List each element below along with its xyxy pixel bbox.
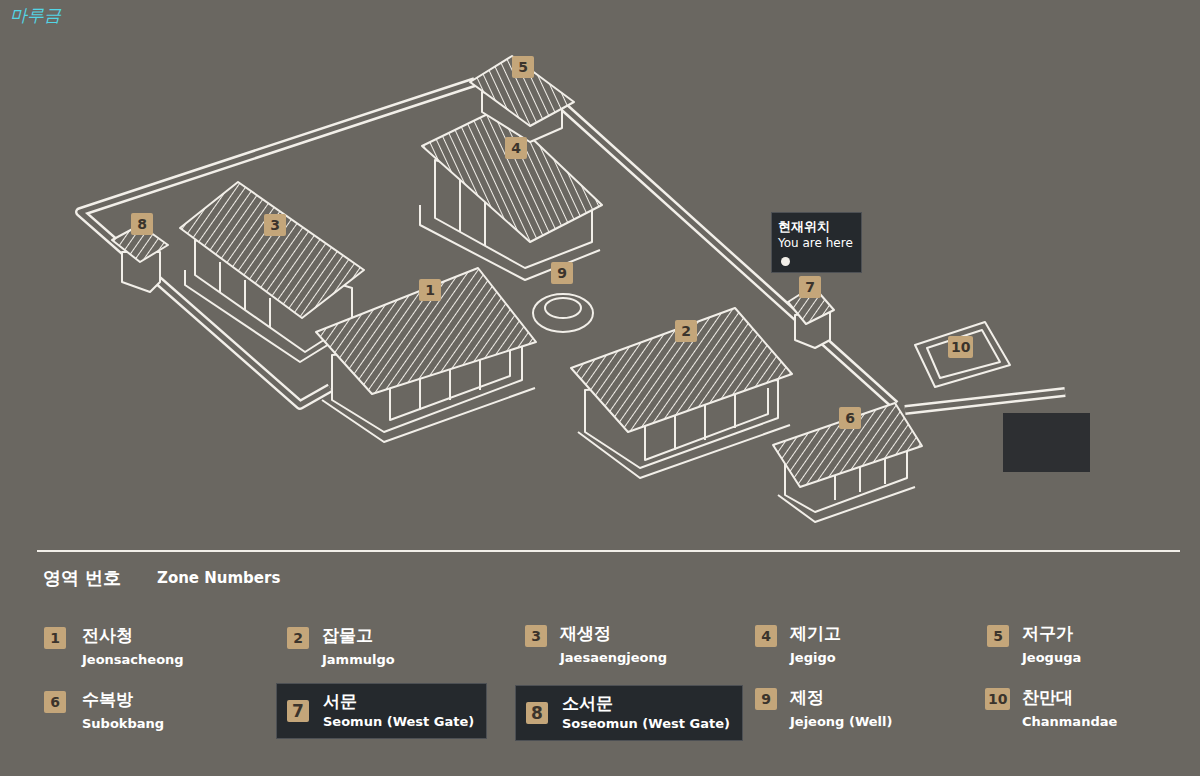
- platform: [915, 322, 1010, 387]
- number-text: 2: [678, 320, 694, 342]
- number-text: 8: [134, 213, 150, 235]
- number-text: 7: [290, 700, 306, 722]
- roof: [773, 403, 922, 487]
- zone-name-en: Jeonsacheong: [82, 652, 184, 667]
- walls: [80, 82, 1065, 410]
- zone-number: 7: [287, 700, 309, 722]
- wall: [80, 82, 1065, 410]
- number-text: 3: [528, 625, 544, 647]
- roof: [470, 56, 574, 126]
- zone-number: 9: [755, 688, 777, 710]
- zone-name: 제정: [790, 686, 824, 709]
- zone-name-en: Jegigo: [790, 650, 836, 665]
- callout-number: 1: [419, 279, 441, 301]
- number-text: 9: [758, 688, 774, 710]
- number-text: 10: [951, 336, 970, 358]
- callout-number: 5: [512, 56, 534, 78]
- zone-name-en: Chanmandae: [1022, 714, 1117, 729]
- section-heading: 영역 번호: [43, 566, 121, 590]
- number-text: 6: [47, 691, 63, 713]
- location-dot: [781, 257, 790, 266]
- callout-number: 8: [131, 213, 153, 235]
- zone-name: 제기고: [790, 622, 841, 645]
- callout-number: 2: [675, 320, 697, 342]
- number-text: 9: [554, 262, 570, 284]
- callout-number: 3: [264, 214, 286, 236]
- roof: [316, 268, 536, 394]
- node-text: You are here: [778, 235, 853, 252]
- number-text: 6: [842, 407, 858, 429]
- callout-number: 7: [799, 276, 821, 298]
- callout-number: 10: [948, 336, 973, 358]
- watermark: 마루금: [10, 4, 61, 27]
- zone-name: 재생정: [560, 622, 611, 645]
- zone-name-en: Jammulgo: [322, 652, 395, 667]
- well: [533, 294, 593, 332]
- zone-number: 2: [287, 627, 309, 649]
- number-text: 1: [47, 627, 63, 649]
- wall-inner: [80, 82, 1065, 410]
- zone-name-en: Jejeong (Well): [790, 714, 892, 729]
- divider: [37, 550, 1180, 552]
- roof: [180, 182, 364, 318]
- node-text: Soseomun (West Gate): [562, 714, 730, 734]
- zone-name-en: Jaesaengjeong: [560, 650, 667, 665]
- zone-name: 전사청: [82, 624, 133, 647]
- zone-name: 수복방: [82, 688, 133, 711]
- zone-number: 5: [987, 625, 1009, 647]
- roof: [571, 308, 792, 432]
- section-heading: Zone Numbers: [157, 569, 280, 587]
- number-text: 5: [515, 56, 531, 78]
- zone-number: 3: [525, 625, 547, 647]
- zone-number: 8: [526, 702, 548, 724]
- zone-name: 잡물고: [322, 624, 373, 647]
- zone-name: 찬만대: [1022, 686, 1073, 709]
- callout-number: 9: [551, 262, 573, 284]
- number-text: 4: [508, 137, 524, 159]
- node-text: Seomun (West Gate): [323, 712, 474, 732]
- legend-box: 소서문Soseomun (West Gate) 8: [515, 685, 743, 741]
- zone-number: 10: [985, 688, 1010, 710]
- number-text: 3: [267, 214, 283, 236]
- zone-number: 4: [755, 625, 777, 647]
- zone-number: 1: [44, 627, 66, 649]
- zone-name-en: Subokbang: [82, 716, 164, 731]
- zone-number: 6: [44, 691, 66, 713]
- platform-inner: [927, 330, 1000, 378]
- node-text: 소서문: [562, 692, 730, 714]
- number-text: 1: [422, 279, 438, 301]
- callout-number: 4: [505, 137, 527, 159]
- number-text: 5: [990, 625, 1006, 647]
- legend-box: 서문Seomun (West Gate) 7: [276, 683, 487, 739]
- zone-name: 저구가: [1022, 622, 1073, 645]
- number-text: 8: [529, 702, 545, 724]
- number-text: 4: [758, 625, 774, 647]
- buildings: [112, 56, 1010, 522]
- number-text: 7: [802, 276, 818, 298]
- node-text: 서문: [323, 690, 474, 712]
- number-text: 2: [290, 627, 306, 649]
- zone-name-en: Jeoguga: [1022, 650, 1081, 665]
- sign-panel: [1003, 413, 1090, 472]
- well-rim: [545, 298, 581, 318]
- location-box: 현재위치You are here: [771, 212, 862, 273]
- node-text: 현재위치: [778, 218, 853, 235]
- number-text: 10: [988, 688, 1007, 710]
- callout-number: 6: [839, 407, 861, 429]
